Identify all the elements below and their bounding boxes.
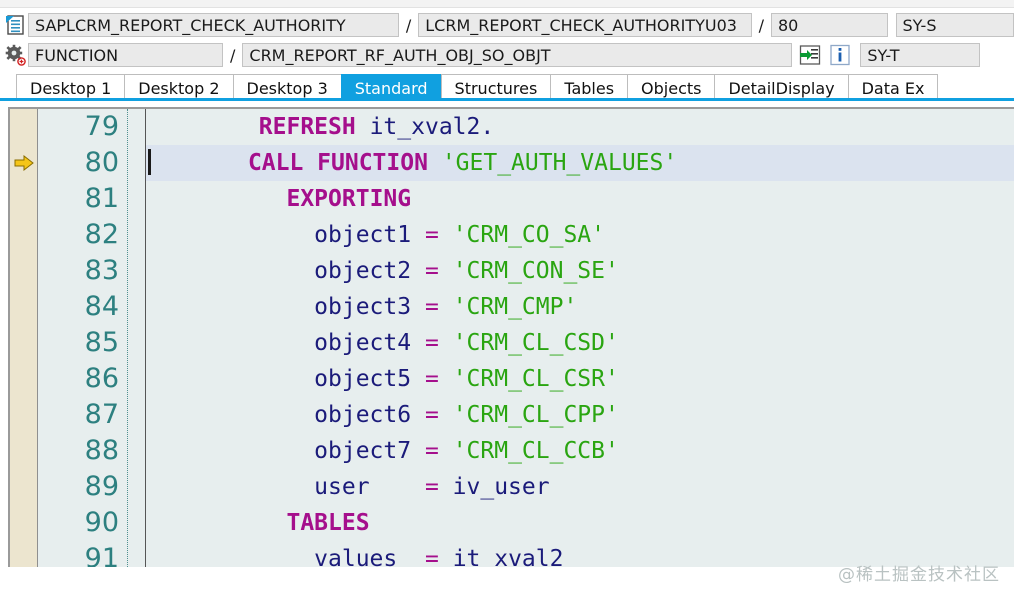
event-name-field[interactable]: CRM_REPORT_RF_AUTH_OBJ_SO_OBJT <box>242 43 793 67</box>
tab-data-explorer[interactable]: Data Ex <box>847 74 939 101</box>
code-fold-cell <box>128 253 145 289</box>
event-type-field[interactable]: FUNCTION <box>28 43 223 67</box>
code-line[interactable]: CALL FUNCTION 'GET_AUTH_VALUES' <box>146 145 1014 181</box>
info-icon[interactable] <box>828 43 852 67</box>
code-fold-cell <box>128 361 145 397</box>
code-text-area[interactable]: REFRESH it_xval2. CALL FUNCTION 'GET_AUT… <box>146 109 1014 567</box>
watermark: @稀土掘金技术社区 <box>838 565 1000 585</box>
debugger-header: SAPLCRM_REPORT_CHECK_AUTHORITY / LCRM_RE… <box>0 8 1014 69</box>
code-line[interactable]: values = it_xval2 <box>314 546 564 567</box>
include-name-field[interactable]: LCRM_REPORT_CHECK_AUTHORITYU03 <box>418 13 752 37</box>
code-fold-cell <box>128 109 145 145</box>
code-line[interactable]: object6 = 'CRM_CL_CPP' <box>314 402 619 428</box>
tab-tables[interactable]: Tables <box>550 74 629 101</box>
code-fold-cell <box>128 397 145 433</box>
marker-gutter-cell[interactable] <box>10 505 37 541</box>
marker-gutter-cell[interactable] <box>10 289 37 325</box>
code-line[interactable]: object3 = 'CRM_CMP' <box>314 294 578 320</box>
breadcrumb-row-event: FUNCTION / CRM_REPORT_RF_AUTH_OBJ_SO_OBJ… <box>0 41 1014 69</box>
gear-breakpoint-icon <box>2 42 28 68</box>
code-fold-cell <box>128 469 145 505</box>
tab-structures[interactable]: Structures <box>440 74 552 101</box>
line-number-gutter: 79 80 81 82 83 84 85 86 87 88 89 90 91 <box>38 109 128 567</box>
goto-statement-icon[interactable] <box>798 43 822 67</box>
code-fold-cell <box>128 289 145 325</box>
code-fold-cell <box>128 145 145 181</box>
tab-desktop-1[interactable]: Desktop 1 <box>16 74 126 101</box>
line-number: 83 <box>84 255 119 286</box>
debugger-tabstrip: Desktop 1 Desktop 2 Desktop 3 Standard S… <box>0 71 1014 101</box>
source-code-viewer[interactable]: 79 80 81 82 83 84 85 86 87 88 89 90 91 REFRESH it_xv… <box>8 107 1014 567</box>
program-list-icon <box>2 12 28 38</box>
text-cursor <box>148 149 151 175</box>
code-fold-cell <box>128 505 145 541</box>
line-number: 80 <box>84 147 119 178</box>
line-number: 86 <box>84 363 119 394</box>
line-number: 82 <box>84 219 119 250</box>
line-number: 87 <box>84 399 119 430</box>
code-line[interactable]: object2 = 'CRM_CON_SE' <box>314 258 619 284</box>
code-line[interactable]: object5 = 'CRM_CL_CSR' <box>314 366 619 392</box>
line-number: 91 <box>84 543 119 567</box>
line-number: 89 <box>84 471 119 502</box>
line-number: 79 <box>84 111 119 142</box>
code-line[interactable]: object7 = 'CRM_CL_CCB' <box>314 438 619 464</box>
code-line[interactable]: TABLES <box>286 510 370 536</box>
code-line[interactable]: REFRESH it_xval2. <box>258 114 495 140</box>
marker-gutter-cell[interactable] <box>10 397 37 433</box>
marker-gutter-cell[interactable] <box>10 469 37 505</box>
code-fold-cell <box>128 217 145 253</box>
marker-gutter-cell[interactable] <box>10 217 37 253</box>
breadcrumb-separator-2: / <box>758 15 764 35</box>
marker-gutter-cell[interactable] <box>10 433 37 469</box>
marker-gutter-cell[interactable] <box>10 541 37 567</box>
marker-gutter-cell[interactable] <box>10 361 37 397</box>
tab-standard[interactable]: Standard <box>340 74 442 101</box>
breadcrumb-row-program: SAPLCRM_REPORT_CHECK_AUTHORITY / LCRM_RE… <box>0 11 1014 39</box>
line-number: 90 <box>84 507 119 538</box>
code-fold-cell <box>128 541 145 567</box>
sy-tabix-field[interactable]: SY-T <box>860 43 981 67</box>
code-line[interactable]: object1 = 'CRM_CO_SA' <box>314 222 606 248</box>
marker-gutter-cell[interactable] <box>10 181 37 217</box>
sy-subrc-field[interactable]: SY-S <box>895 13 1014 37</box>
window-top-strip <box>0 0 1014 8</box>
line-number: 85 <box>84 327 119 358</box>
code-line[interactable]: object4 = 'CRM_CL_CSD' <box>314 330 619 356</box>
code-fold-cell <box>128 433 145 469</box>
marker-gutter-cell[interactable] <box>10 109 37 145</box>
tabstrip-underline <box>0 98 1014 101</box>
code-fold-gutter <box>128 109 146 567</box>
line-number: 81 <box>84 183 119 214</box>
tab-detaildisplay[interactable]: DetailDisplay <box>714 74 849 101</box>
code-line[interactable]: EXPORTING <box>286 186 412 212</box>
execution-pointer-arrow[interactable] <box>10 145 37 181</box>
line-number: 84 <box>84 291 119 322</box>
tab-objects[interactable]: Objects <box>627 74 716 101</box>
line-number: 88 <box>84 435 119 466</box>
program-name-field[interactable]: SAPLCRM_REPORT_CHECK_AUTHORITY <box>28 13 399 37</box>
tab-desktop-2[interactable]: Desktop 2 <box>124 74 234 101</box>
marker-gutter-cell[interactable] <box>10 325 37 361</box>
breadcrumb-separator-1: / <box>405 15 412 35</box>
header-action-icons <box>798 43 852 67</box>
breadcrumb-separator-3: / <box>230 45 236 65</box>
code-line[interactable]: user = iv_user <box>314 474 550 500</box>
marker-gutter-cell[interactable] <box>10 253 37 289</box>
code-fold-cell <box>128 181 145 217</box>
line-number-field[interactable]: 80 <box>771 13 888 37</box>
tab-desktop-3[interactable]: Desktop 3 <box>232 74 342 101</box>
breakpoint-marker-gutter[interactable] <box>10 109 38 567</box>
code-fold-cell <box>128 325 145 361</box>
